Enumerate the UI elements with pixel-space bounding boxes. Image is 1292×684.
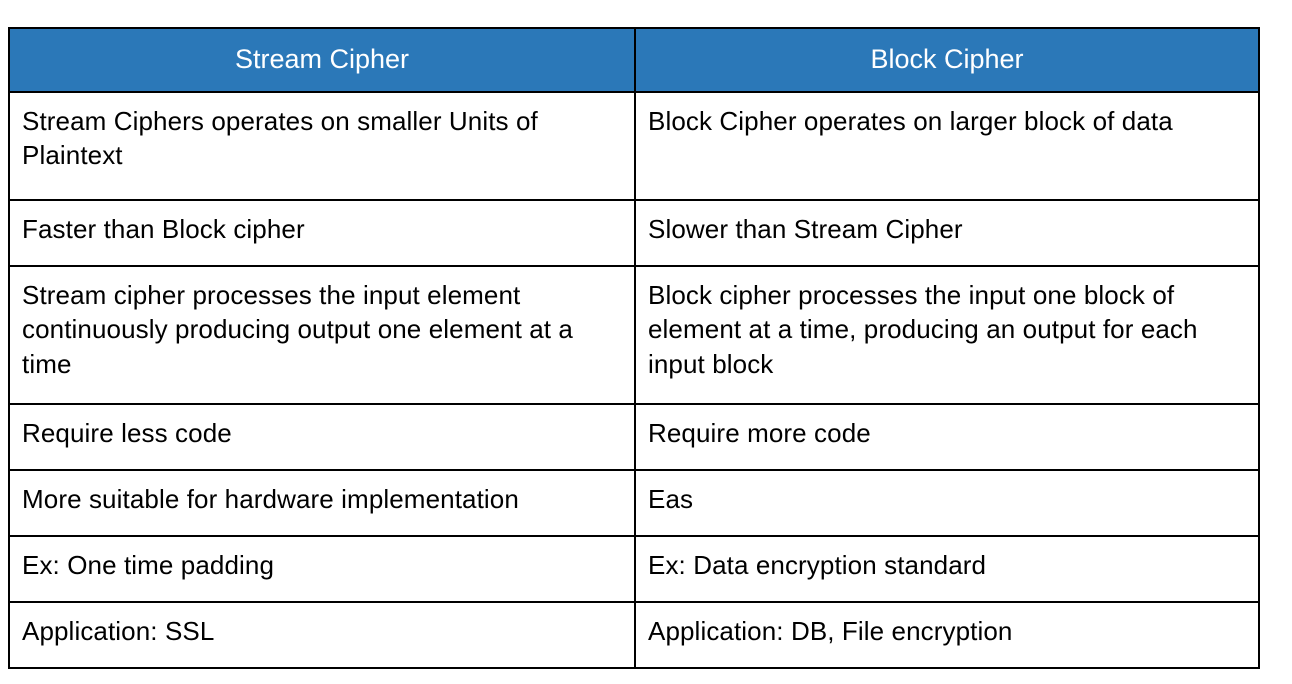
cell-block-cipher-1: Block Cipher operates on larger block of… — [634, 91, 1260, 201]
column-header-stream-cipher: Stream Cipher — [8, 27, 636, 93]
cell-text: Application: DB, File encryption — [648, 616, 1013, 646]
cell-text: Faster than Block cipher — [22, 214, 305, 244]
cell-text: Require more code — [648, 418, 871, 448]
cell-text: Application: SSL — [22, 616, 215, 646]
cell-stream-cipher-4: Require less code — [8, 403, 636, 471]
cell-text: Eas — [648, 484, 694, 514]
cell-stream-cipher-3: Stream cipher processes the input elemen… — [8, 265, 636, 405]
cell-text: Stream Ciphers operates on smaller Units… — [22, 106, 538, 171]
table-row: Ex: One time padding Ex: Data encryption… — [8, 535, 1260, 603]
cell-stream-cipher-6: Ex: One time padding — [8, 535, 636, 603]
table-row: Require less code Require more code — [8, 403, 1260, 471]
cell-text: Ex: One time padding — [22, 550, 275, 580]
cell-block-cipher-6: Ex: Data encryption standard — [634, 535, 1260, 603]
cell-stream-cipher-5: More suitable for hardware implementatio… — [8, 469, 636, 537]
table-row: Faster than Block cipher Slower than Str… — [8, 199, 1260, 267]
table-row: Stream Ciphers operates on smaller Units… — [8, 91, 1260, 201]
cell-text: Ex: Data encryption standard — [648, 550, 987, 580]
cell-stream-cipher-7: Application: SSL — [8, 601, 636, 669]
cell-text: Slower than Stream Cipher — [648, 214, 963, 244]
cell-text: More suitable for hardware implementatio… — [22, 484, 519, 514]
cell-text: Require less code — [22, 418, 232, 448]
column-header-block-cipher: Block Cipher — [634, 27, 1260, 93]
cell-block-cipher-5: Eas — [634, 469, 1260, 537]
table-row: More suitable for hardware implementatio… — [8, 469, 1260, 537]
table-header: Stream Cipher Block Cipher — [8, 27, 1260, 93]
cell-text: Stream cipher processes the input elemen… — [22, 280, 573, 379]
table-body: Stream Ciphers operates on smaller Units… — [8, 91, 1260, 669]
cell-stream-cipher-1: Stream Ciphers operates on smaller Units… — [8, 91, 636, 201]
cell-block-cipher-4: Require more code — [634, 403, 1260, 471]
cell-stream-cipher-2: Faster than Block cipher — [8, 199, 636, 267]
cell-block-cipher-7: Application: DB, File encryption — [634, 601, 1260, 669]
cell-text: Block Cipher operates on larger block of… — [648, 106, 1173, 136]
cell-block-cipher-3: Block cipher processes the input one blo… — [634, 265, 1260, 405]
cell-text: Block cipher processes the input one blo… — [648, 280, 1198, 379]
table-row: Application: SSL Application: DB, File e… — [8, 601, 1260, 669]
table-row: Stream cipher processes the input elemen… — [8, 265, 1260, 405]
table-header-row: Stream Cipher Block Cipher — [8, 27, 1260, 93]
cipher-comparison-table: Stream Cipher Block Cipher Stream Cipher… — [8, 27, 1260, 669]
cell-block-cipher-2: Slower than Stream Cipher — [634, 199, 1260, 267]
